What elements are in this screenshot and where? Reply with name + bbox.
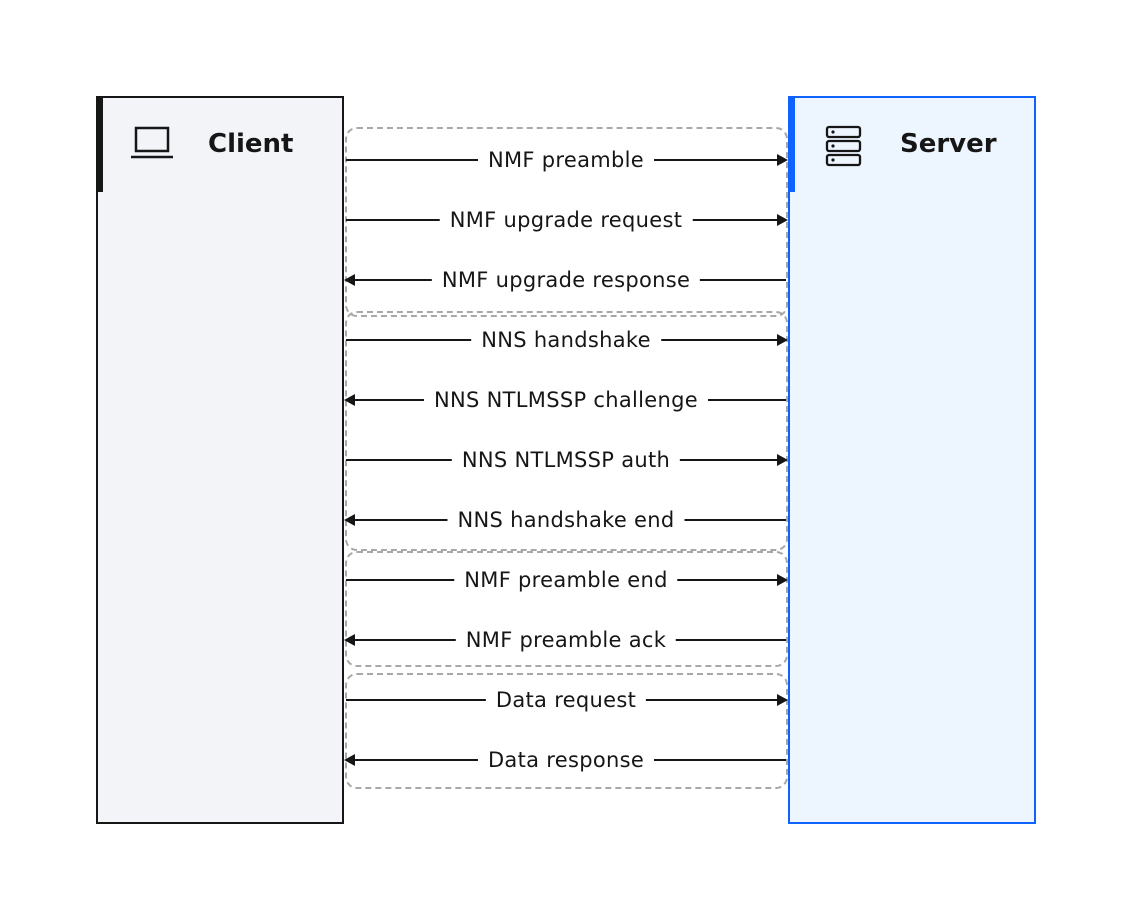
arrow-head xyxy=(344,394,355,406)
client-accent-bar xyxy=(96,96,103,192)
message-label: NMF upgrade request xyxy=(439,205,693,235)
server-label: Server xyxy=(900,129,997,159)
server-box: Server xyxy=(788,96,1036,824)
message-label: Data response xyxy=(477,745,655,775)
message-nmf-preamble: NMF preamble xyxy=(346,145,788,175)
message-label: NNS handshake xyxy=(471,325,661,355)
message-data-response: Data response xyxy=(344,745,786,775)
message-nmf-upgrade-request: NMF upgrade request xyxy=(346,205,788,235)
arrow-head xyxy=(777,154,788,166)
arrow-head xyxy=(777,334,788,346)
arrow-head xyxy=(777,214,788,226)
message-label: NMF preamble end xyxy=(454,565,678,595)
message-nmf-preamble-ack: NMF preamble ack xyxy=(344,625,786,655)
message-nns-handshake-end: NNS handshake end xyxy=(344,505,786,535)
message-label: NNS handshake end xyxy=(447,505,685,535)
group-nns-handshake xyxy=(345,311,788,551)
message-nns-handshake: NNS handshake xyxy=(346,325,788,355)
arrow-head xyxy=(344,274,355,286)
arrow-head xyxy=(777,574,788,586)
message-data-request: Data request xyxy=(346,685,788,715)
message-label: NNS NTLMSSP challenge xyxy=(424,385,708,415)
message-label: Data request xyxy=(485,685,647,715)
server-accent-bar xyxy=(788,96,795,192)
message-nns-ntlmssp-challenge: NNS NTLMSSP challenge xyxy=(344,385,786,415)
client-box: Client xyxy=(96,96,344,824)
message-nmf-upgrade-response: NMF upgrade response xyxy=(344,265,786,295)
laptop-icon xyxy=(131,125,173,165)
message-label: NMF upgrade response xyxy=(431,265,701,295)
message-label: NMF preamble xyxy=(477,145,655,175)
group-data-exchange xyxy=(345,673,788,789)
arrow-head xyxy=(777,454,788,466)
arrow-head xyxy=(344,514,355,526)
client-label: Client xyxy=(208,129,294,159)
arrow-head xyxy=(777,694,788,706)
arrow-head xyxy=(344,634,355,646)
message-label: NMF preamble ack xyxy=(455,625,677,655)
message-nmf-preamble-end: NMF preamble end xyxy=(346,565,788,595)
message-label: NNS NTLMSSP auth xyxy=(451,445,681,475)
arrow-head xyxy=(344,754,355,766)
message-nns-ntlmssp-auth: NNS NTLMSSP auth xyxy=(346,445,788,475)
group-nmf-preamble-end xyxy=(345,551,788,667)
server-icon xyxy=(825,125,863,173)
